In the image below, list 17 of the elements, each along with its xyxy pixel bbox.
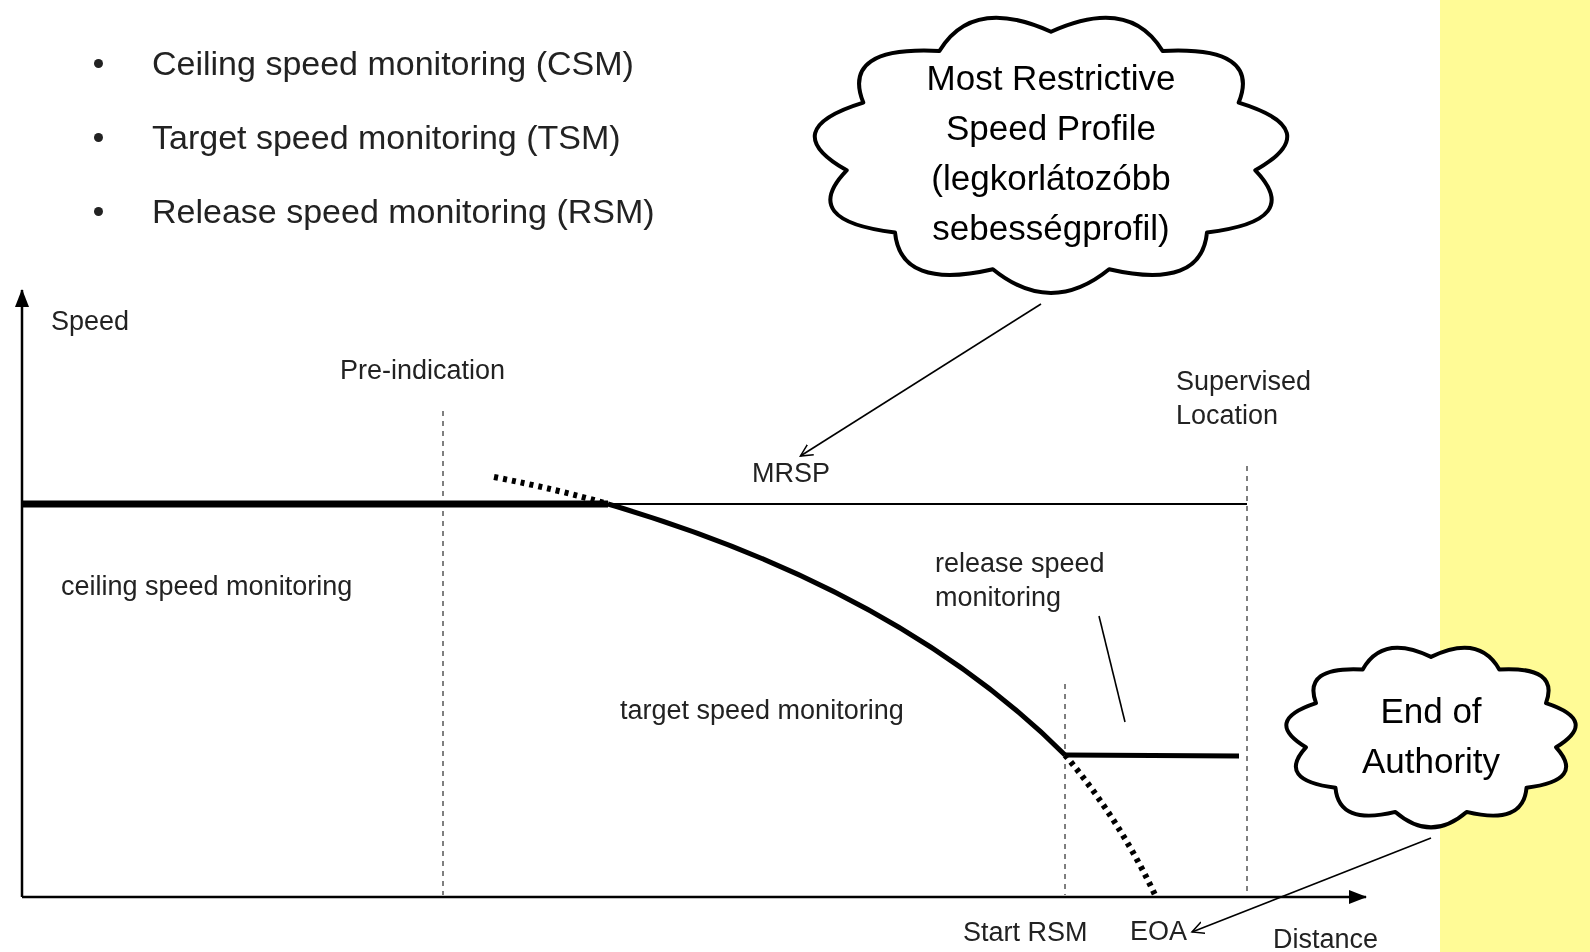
bullet-text: Release speed monitoring (RSM) <box>152 191 655 232</box>
arrow <box>799 303 1042 457</box>
cloud-text: End of Authority <box>1360 690 1502 782</box>
callout-text: EOA <box>1130 915 1189 948</box>
bullet-text: Target speed monitoring (TSM) <box>152 117 621 158</box>
chart-label: Distance <box>1273 923 1379 952</box>
chart-label: ceiling speed monitoring <box>61 570 353 603</box>
chart-label: Supervised Location <box>1176 365 1313 432</box>
leader-line <box>1098 615 1126 723</box>
bullet-text: Ceiling speed monitoring (CSM) <box>152 43 634 84</box>
chart-label: Start RSM <box>963 916 1088 949</box>
cloud-text: Most Restrictive Speed Profile (legkorlátozóbb sebességprofil) <box>925 57 1177 249</box>
callout-text: release speed monitoring <box>935 547 1106 614</box>
chart-label: Pre-indication <box>340 354 506 387</box>
callout-text: MRSP <box>752 457 831 490</box>
chart-label: Speed <box>51 305 130 338</box>
chart-label: target speed monitoring <box>620 694 904 727</box>
